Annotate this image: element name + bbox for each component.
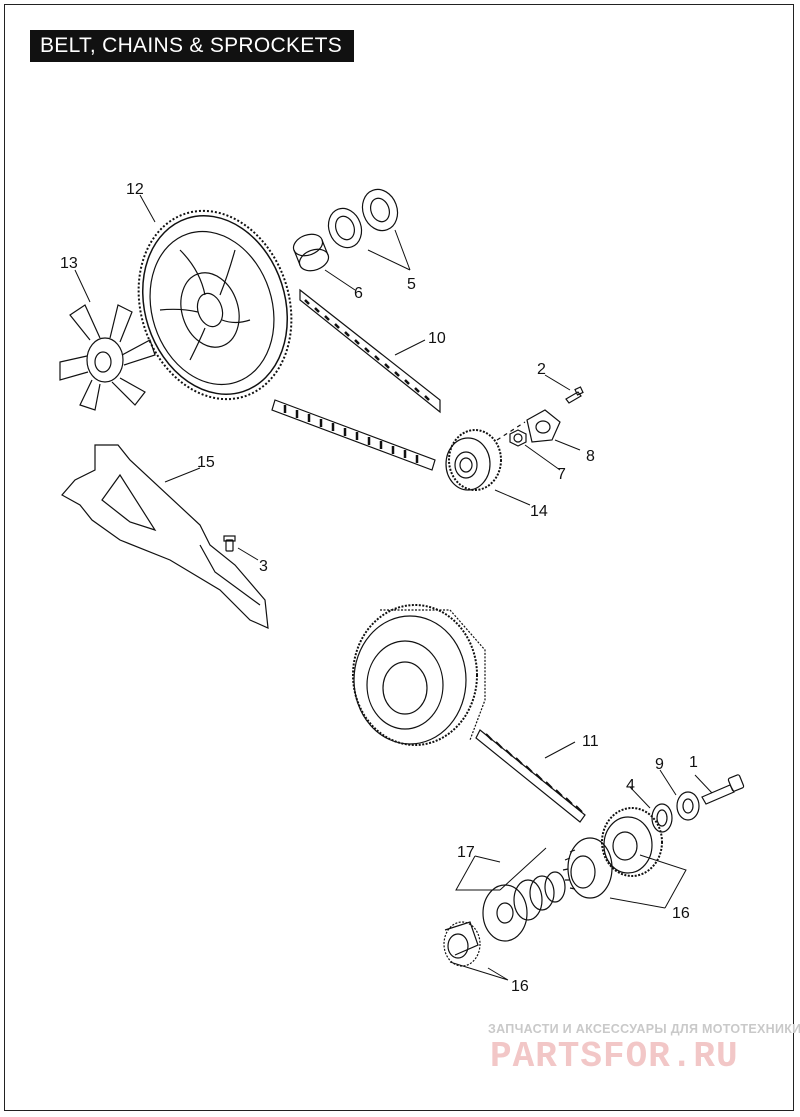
wheel-bearings[interactable] — [323, 184, 403, 252]
callout-4: 4 — [626, 777, 635, 794]
callout-17: 17 — [457, 844, 475, 861]
leader-lines — [74, 194, 713, 981]
transmission-sprocket[interactable] — [445, 429, 502, 491]
callout-12: 12 — [126, 181, 144, 198]
callout-8: 8 — [586, 448, 595, 465]
diagram-frame — [4, 4, 794, 1111]
guard-screw[interactable] — [223, 535, 236, 552]
callout-6: 6 — [354, 285, 363, 302]
callout-1: 1 — [689, 754, 698, 771]
drive-belt[interactable] — [271, 288, 441, 471]
callout-9: 9 — [655, 756, 664, 773]
spacer[interactable] — [290, 230, 331, 274]
watermark-tagline: ЗАПЧАСТИ И АКСЕССУАРЫ ДЛЯ МОТОТЕХНИКИ — [488, 1022, 800, 1036]
callout-16-lower: 16 — [511, 978, 529, 995]
splined-hub[interactable] — [443, 921, 481, 967]
callout-13: 13 — [60, 255, 78, 272]
page-title: BELT, CHAINS & SPROCKETS — [30, 30, 355, 62]
debris-deflector[interactable] — [59, 304, 156, 411]
callout-labels: 12 13 6 5 10 2 8 7 14 15 3 11 1 9 4 17 1… — [60, 181, 698, 995]
rear-belt-sprocket[interactable] — [115, 191, 315, 419]
spring-stack[interactable] — [482, 871, 566, 942]
primary-chain[interactable] — [475, 729, 586, 823]
callout-11: 11 — [582, 733, 599, 750]
lock-plate[interactable] — [526, 409, 561, 443]
callout-7: 7 — [557, 466, 566, 483]
callout-15: 15 — [197, 454, 215, 471]
callout-10: 10 — [428, 330, 446, 347]
callout-14: 14 — [530, 503, 548, 520]
assembly-axis — [496, 421, 526, 441]
compensator-hub[interactable] — [562, 837, 613, 899]
conical-washer[interactable] — [676, 791, 700, 821]
callout-3: 3 — [259, 558, 268, 575]
nut[interactable] — [509, 429, 527, 447]
callout-2: 2 — [537, 361, 546, 378]
clutch-shell[interactable] — [352, 604, 486, 746]
callout-16-upper: 16 — [672, 905, 690, 922]
callout-5: 5 — [407, 276, 416, 293]
watermark-logo: PARTSFOR.RU — [490, 1036, 739, 1077]
belt-guard[interactable] — [61, 444, 269, 629]
engine-sprocket[interactable] — [601, 807, 663, 877]
sprocket-bolt[interactable] — [701, 774, 745, 805]
washer[interactable] — [651, 803, 673, 833]
screw[interactable] — [565, 386, 584, 404]
